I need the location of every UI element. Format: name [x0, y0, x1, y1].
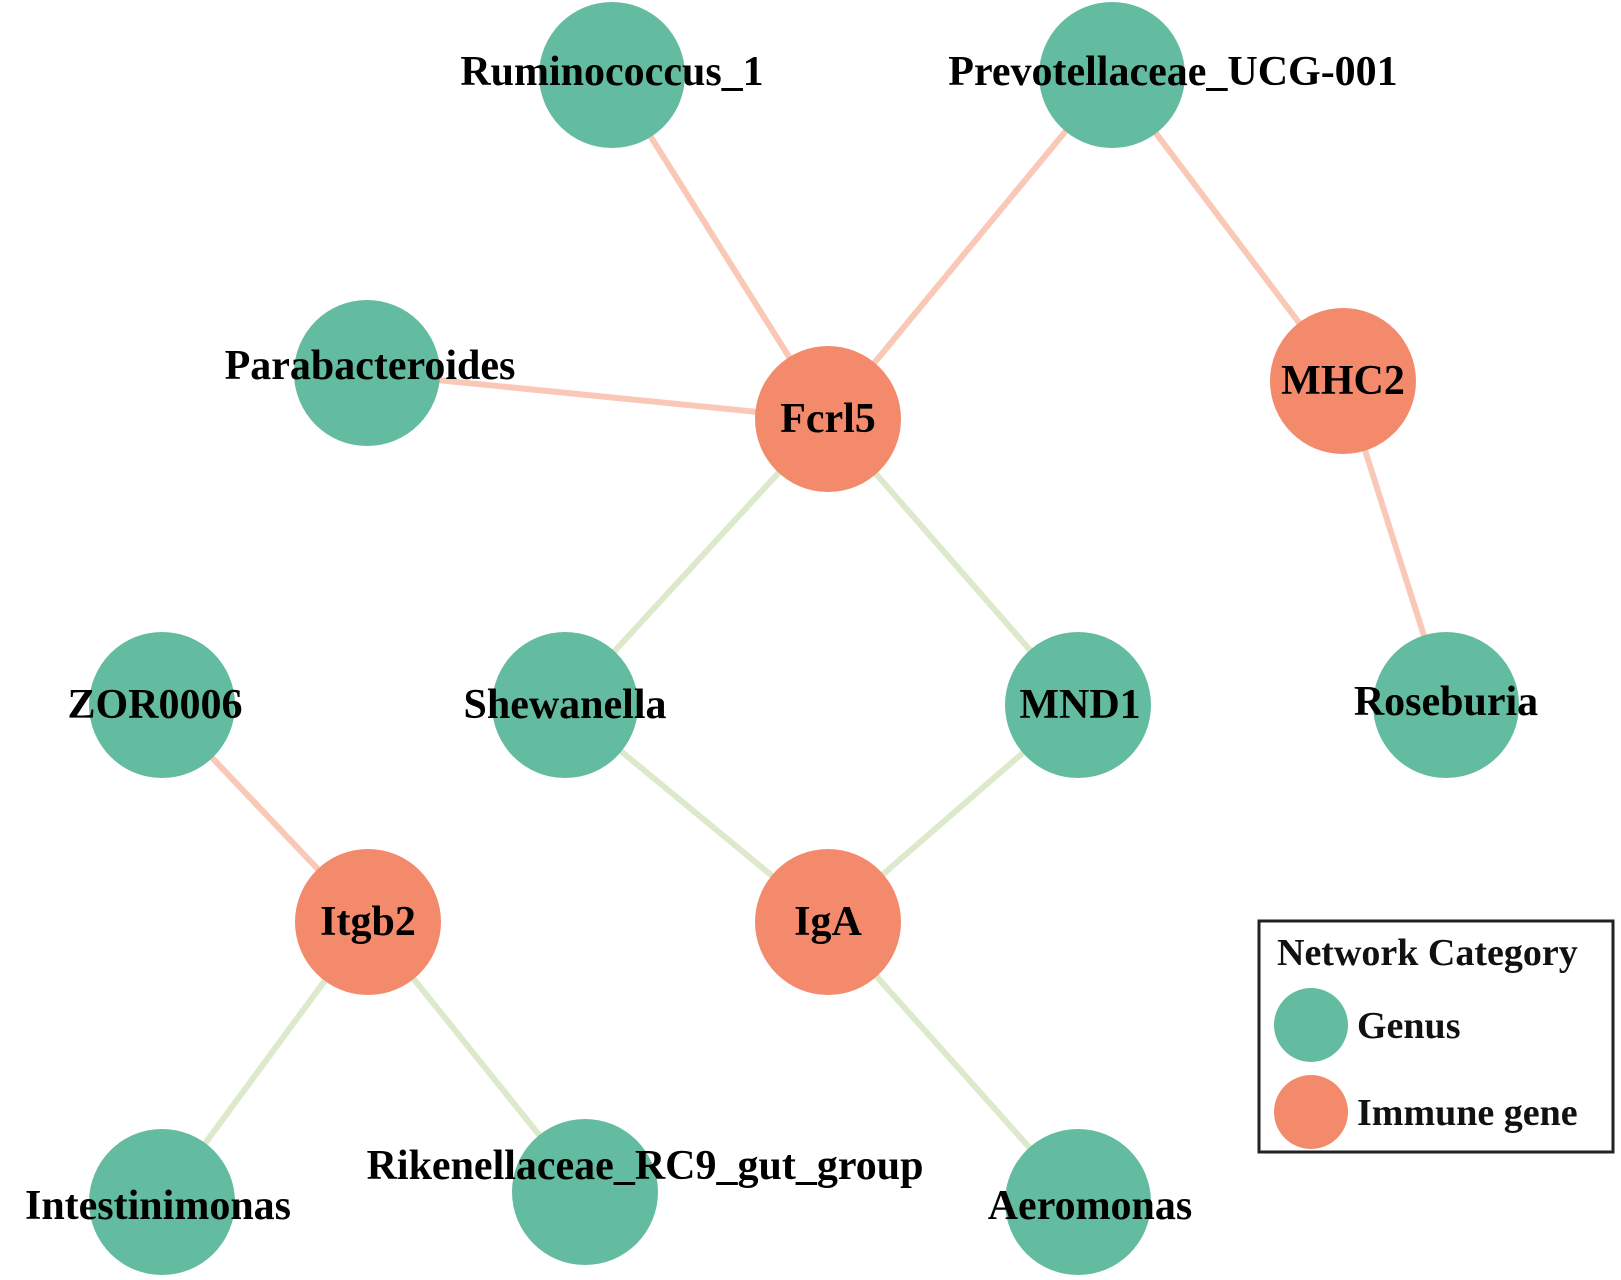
node-ruminococcus: Ruminococcus_1 — [460, 2, 764, 148]
node-rikenellaceae: Rikenellaceae_RC9_gut_group — [367, 1119, 924, 1265]
node-label-iga: IgA — [794, 899, 862, 945]
legend: Network Category Genus Immune gene — [1257, 919, 1615, 1154]
node-iga: IgA — [755, 849, 901, 995]
node-circle-shewanella — [492, 632, 638, 778]
node-circle-mhc2 — [1270, 308, 1416, 454]
nodes-layer: Ruminococcus_1 Prevotellaceae_UCG-001Para… — [25, 2, 1538, 1275]
edge-prevotellaceae-fcrl5 — [825, 73, 1115, 421]
node-circle-parabacteroides — [294, 300, 440, 446]
node-circle-roseburia — [1373, 632, 1519, 778]
edge-parabacteroides-fcrl5 — [366, 370, 829, 422]
node-itgb2: Itgb2 — [295, 849, 441, 995]
legend-title: Network Category — [1277, 932, 1578, 974]
node-label-mnd1: MND1 — [1019, 682, 1140, 728]
node-label-itgb2: Itgb2 — [320, 899, 416, 945]
node-fcrl5: Fcrl5 — [755, 346, 901, 492]
node-mhc2: MHC2 — [1270, 308, 1416, 454]
node-prevotellaceae: Prevotellaceae_UCG-001 — [948, 2, 1398, 148]
node-label-fcrl5: Fcrl5 — [780, 396, 876, 442]
node-zor0006: ZOR0006 — [67, 632, 243, 778]
node-roseburia: Roseburia — [1354, 632, 1538, 778]
node-label-rikenellaceae: Rikenellaceae_RC9_gut_group — [367, 1143, 924, 1189]
node-label-mhc2: MHC2 — [1281, 358, 1405, 404]
node-shewanella: Shewanella — [463, 632, 667, 778]
node-label-roseburia: Roseburia — [1354, 679, 1538, 725]
legend-label-immune-gene: Immune gene — [1357, 1092, 1578, 1134]
node-circle-fcrl5 — [755, 346, 901, 492]
node-label-ruminococcus: Ruminococcus_1 — [460, 49, 763, 95]
node-circle-zor0006 — [89, 632, 235, 778]
node-circle-ruminococcus — [539, 2, 685, 148]
node-label-parabacteroides: Parabacteroides — [225, 343, 516, 389]
node-circle-mnd1 — [1005, 632, 1151, 778]
node-label-zor0006: ZOR0006 — [67, 682, 242, 728]
edges-layer — [159, 73, 1449, 1204]
node-label-aeromonas: Aeromonas — [988, 1183, 1193, 1229]
legend-swatch-immune-gene — [1274, 1075, 1348, 1149]
node-circle-aeromonas — [1005, 1129, 1151, 1275]
node-circle-intestinimonas — [89, 1129, 235, 1275]
node-label-shewanella: Shewanella — [463, 682, 666, 728]
node-circle-prevotellaceae — [1039, 2, 1185, 148]
node-circle-rikenellaceae — [512, 1119, 658, 1265]
node-circle-iga — [755, 849, 901, 995]
node-intestinimonas: Intestinimonas — [25, 1129, 291, 1275]
node-label-prevotellaceae: Prevotellaceae_UCG-001 — [948, 49, 1397, 95]
node-circle-itgb2 — [295, 849, 441, 995]
node-mnd1: MND1 — [1005, 632, 1151, 778]
legend-label-genus: Genus — [1357, 1005, 1460, 1047]
node-parabacteroides: Parabacteroides — [225, 300, 516, 446]
node-aeromonas: Aeromonas — [988, 1129, 1193, 1275]
legend-swatch-genus — [1274, 988, 1348, 1062]
node-label-intestinimonas: Intestinimonas — [25, 1183, 291, 1229]
